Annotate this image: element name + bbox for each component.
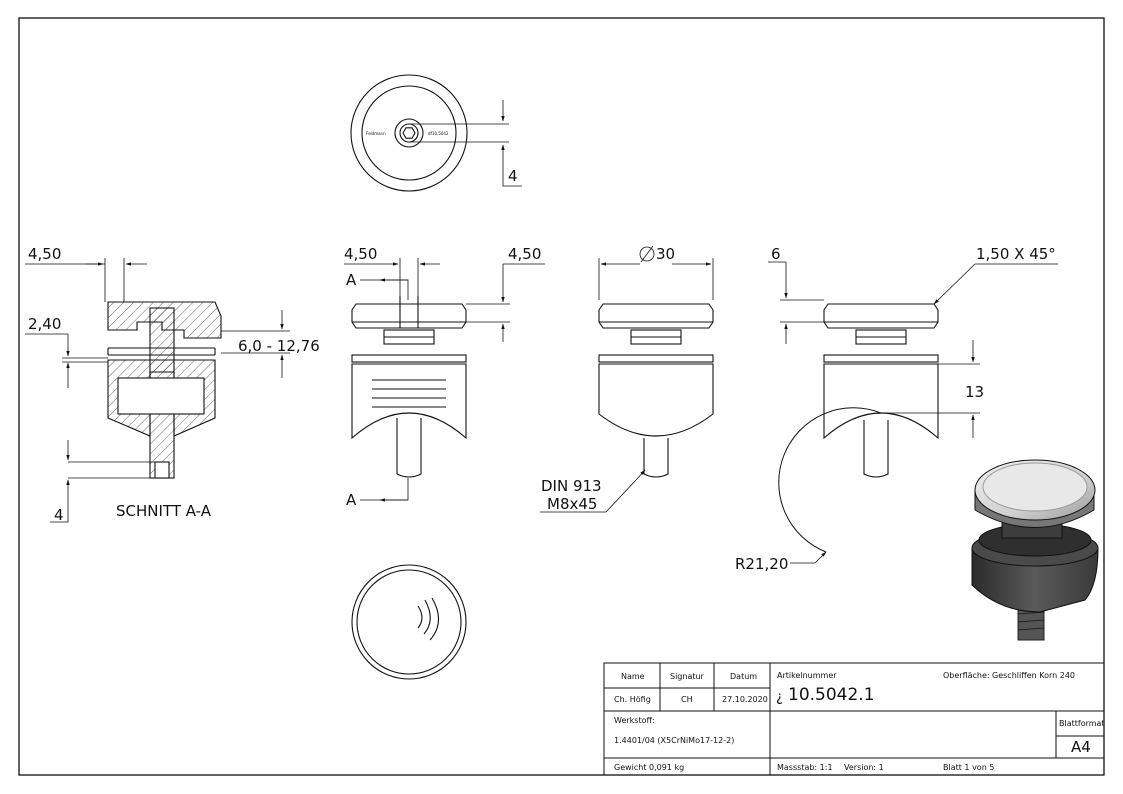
tb-datum: 27.10.2020 [722,695,768,704]
tb-massstab: Massstab: 1:1 [777,763,833,772]
top-view-engraving-right: df10.5042 [428,131,449,136]
section-a-a-view [107,301,222,479]
front-view [351,296,467,478]
tb-artikel-header: Artikelnummer [777,671,837,680]
drawing-border [18,17,1105,776]
tb-werkstoff-value: 1.4401/04 (X5CrNiMo17-12-2) [614,736,734,745]
front-view-dimensions [344,258,545,502]
top-view [350,74,522,192]
section-a-a-dimensions [25,258,290,523]
screw-spec-line-1: DIN 913 [541,477,602,495]
tb-artikel-prefix: ¿ [776,690,783,705]
tb-gewicht: Gewicht 0,091 kg [614,763,684,772]
section-marker-a-bottom: A [346,491,357,509]
tb-artikel: 10.5042.1 [788,685,875,705]
title-block [603,662,1105,776]
dim-section-range: 6,0 - 12,76 [238,337,320,355]
tb-name-header: Name [621,672,645,681]
dim-section-4: 4 [54,506,64,524]
dim-front-4-50-left: 4,50 [344,245,377,263]
dim-side-diameter: 30 [656,245,675,263]
screw-spec-line-2: M8x45 [547,495,597,513]
top-view-engraving-left: Feldmann [366,131,386,136]
right-detail-dimensions [768,261,1058,564]
dim-right-6: 6 [771,245,781,263]
bottom-view [351,564,467,680]
side-view [598,303,714,478]
tb-blattformat-value: A4 [1071,738,1091,756]
section-label: SCHNITT A-A [116,502,212,520]
dim-section-2-40: 2,40 [28,315,61,333]
tb-oberflaeche-value: Geschliffen Korn 240 [992,671,1075,680]
right-detail-view [778,303,939,553]
tb-signatur: CH [681,695,693,704]
tb-datum-header: Datum [730,672,757,681]
dim-right-13: 13 [965,383,984,401]
dim-top-view-4: 4 [508,167,518,185]
side-view-dimensions [540,245,714,513]
dim-radius: R21,20 [735,555,788,573]
tb-werkstoff-label: Werkstoff: [614,716,655,725]
tb-signatur-header: Signatur [670,672,705,681]
isometric-render [971,459,1099,641]
section-marker-a-top: A [346,271,357,289]
dim-chamfer: 1,50 X 45° [976,245,1056,263]
tb-blattformat-label: Blattformat [1059,719,1105,728]
tb-oberflaeche-label: Oberfläche: [943,671,990,680]
tb-version: Version: 1 [844,763,884,772]
tb-blatt: Blatt 1 von 5 [943,763,994,772]
dim-section-4-50: 4,50 [28,245,61,263]
tb-name: Ch. Höfig [614,695,651,704]
dim-front-4-50-right: 4,50 [508,245,541,263]
